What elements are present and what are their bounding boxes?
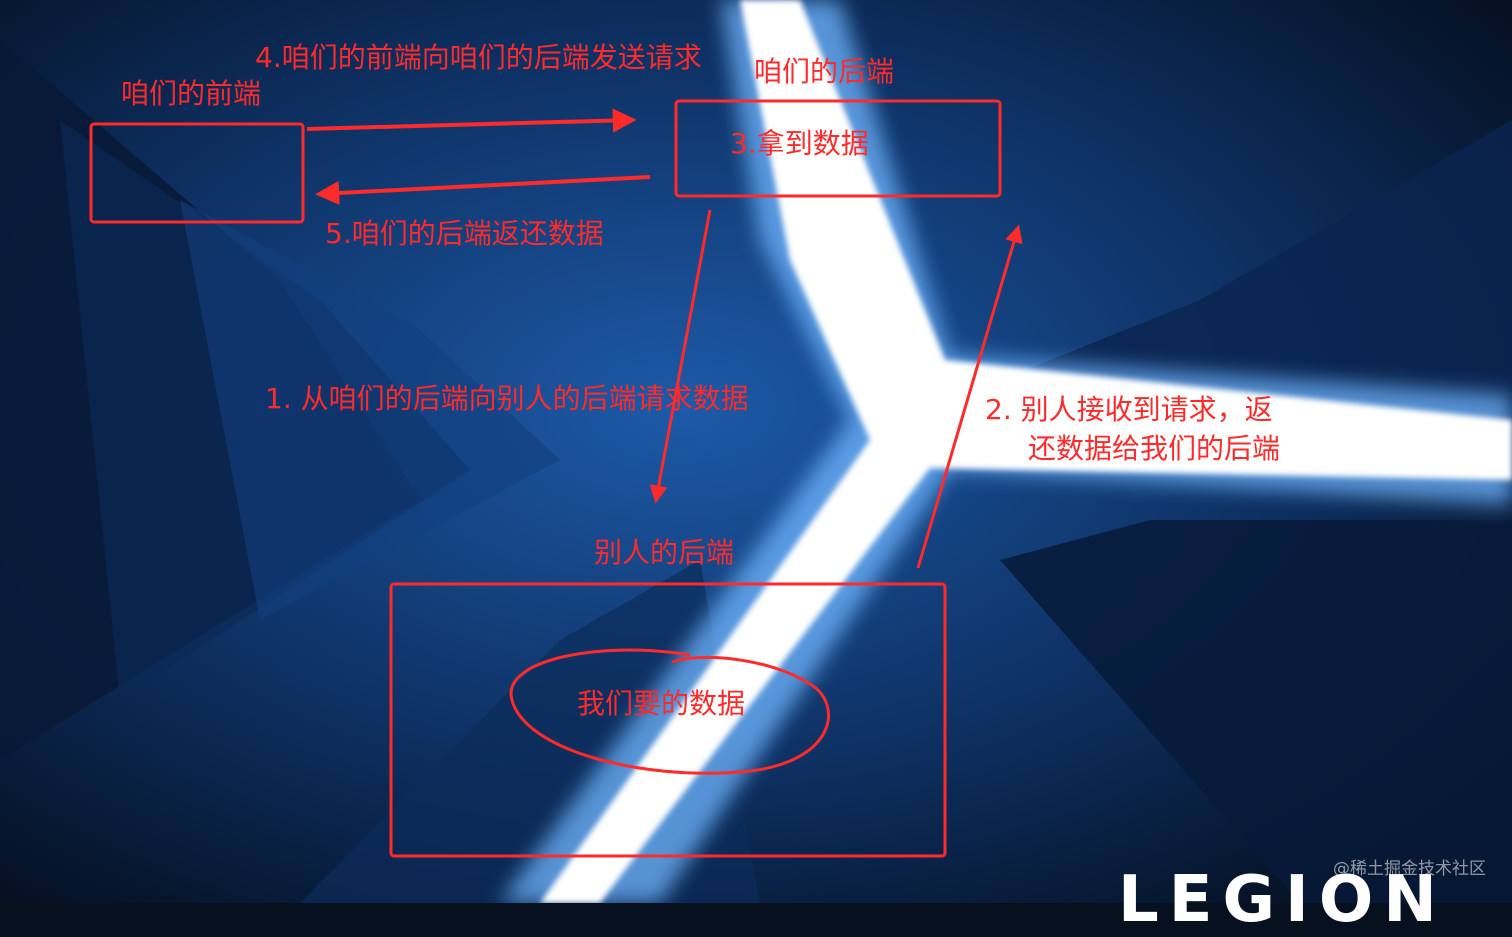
watermark: @稀土掘金技术社区 [1333,859,1486,879]
arrow-step2 [916,224,1023,569]
arrow-step1 [649,209,712,504]
annotation-overlay [89,99,1023,858]
arrow-step5 [315,175,651,205]
label-step2-line1: 2. 别人接收到请求，返 [985,393,1273,426]
label-step3: 3.拿到数据 [730,127,869,160]
label-data-we-want: 我们要的数据 [577,687,746,720]
other-backend-box [389,582,947,858]
label-our-backend: 咱们的后端 [754,55,895,88]
data-ellipse [509,648,831,775]
label-our-frontend: 咱们的前端 [121,77,262,110]
label-step1: 1. 从咱们的后端向别人的后端请求数据 [265,382,749,415]
arrow-step4 [306,108,637,133]
label-step2-line2: 还数据给我们的后端 [1028,432,1281,465]
our-frontend-box [89,122,305,224]
label-step5: 5.咱们的后端返还数据 [325,217,604,250]
our-backend-box [674,99,1002,198]
label-other-backend: 别人的后端 [594,536,735,569]
label-step4: 4.咱们的前端向咱们的后端发送请求 [255,41,702,74]
background-star-artwork [0,0,1512,903]
